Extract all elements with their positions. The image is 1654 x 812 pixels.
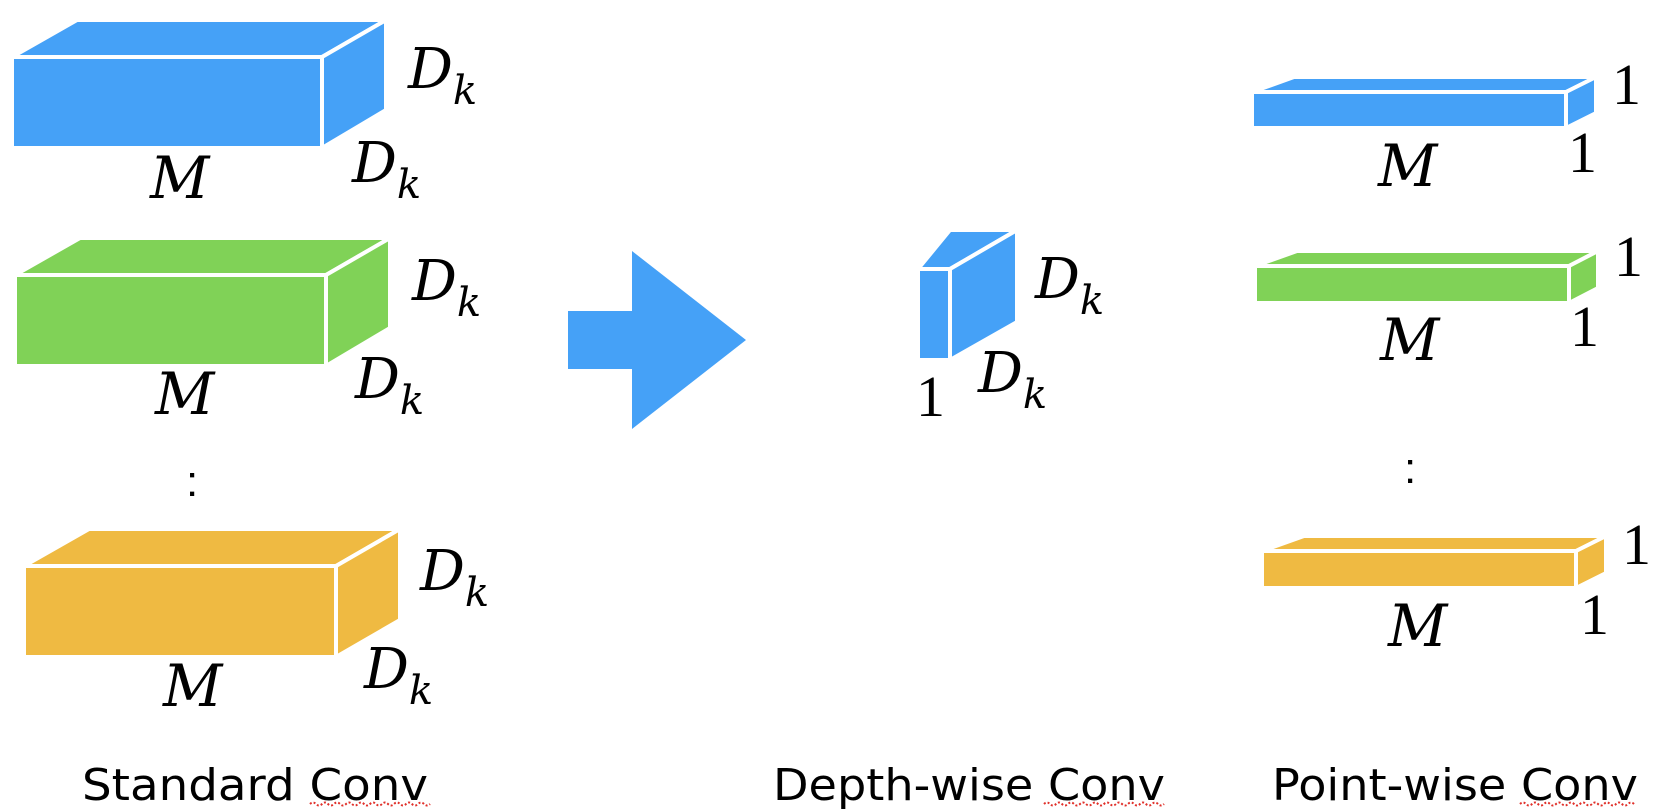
block-front-face [1260,549,1578,590]
channels-label: M [162,652,224,720]
pointwise-kernel-green [1253,247,1600,307]
block-top-face [1261,534,1607,553]
depth-label: Dk [1034,247,1104,324]
caption-depthwise-conv: Depth-wise Conv [773,760,1165,811]
width-one-label: 1 [916,364,945,429]
block-front-face [13,273,328,368]
height-one-label: 1 [1614,224,1643,289]
arrow-icon [568,251,746,429]
height-one-label: 1 [1622,512,1651,577]
caption-pointwise-conv: Point-wise Conv [1272,760,1638,811]
spellcheck-underline [1519,801,1635,807]
depth-label: Dk [419,539,489,616]
block-front-face [10,55,324,150]
block-top-face [1254,249,1599,268]
block-front-face [1253,264,1571,305]
depth-label: Dk [411,249,481,326]
channels-label: M [1377,132,1439,200]
channels-label: M [149,144,211,212]
channels-label: M [1387,592,1449,660]
depth-one-label: 1 [1570,294,1599,359]
channels-label: M [1379,306,1441,374]
depth-label: Dk [354,347,424,424]
spellcheck-underline [1043,801,1165,807]
block-front-face [1250,90,1568,130]
depth-label: Dk [363,637,433,714]
standard-kernel-yellow [16,525,408,661]
channels-label: M [154,360,216,428]
pointwise-kernel-blue [1250,73,1598,132]
depthwise-kernel-blue [913,226,1025,364]
height-one-label: 1 [1612,52,1641,117]
block-front-face [916,267,952,362]
block-top-face [1251,75,1597,94]
spellcheck-underline [309,801,431,807]
depth-label: Dk [351,131,421,208]
pointwise-kernel-yellow [1260,532,1608,592]
depth-label: Dk [407,37,477,114]
block-front-face [22,564,338,659]
depth-label: Dk [977,341,1047,418]
ellipsis-dots: : [1404,444,1416,493]
depth-one-label: 1 [1580,582,1609,647]
ellipsis-dots: : [186,457,198,506]
standard-kernel-green [7,234,398,370]
depth-one-label: 1 [1568,120,1597,185]
standard-kernel-blue [4,16,394,152]
